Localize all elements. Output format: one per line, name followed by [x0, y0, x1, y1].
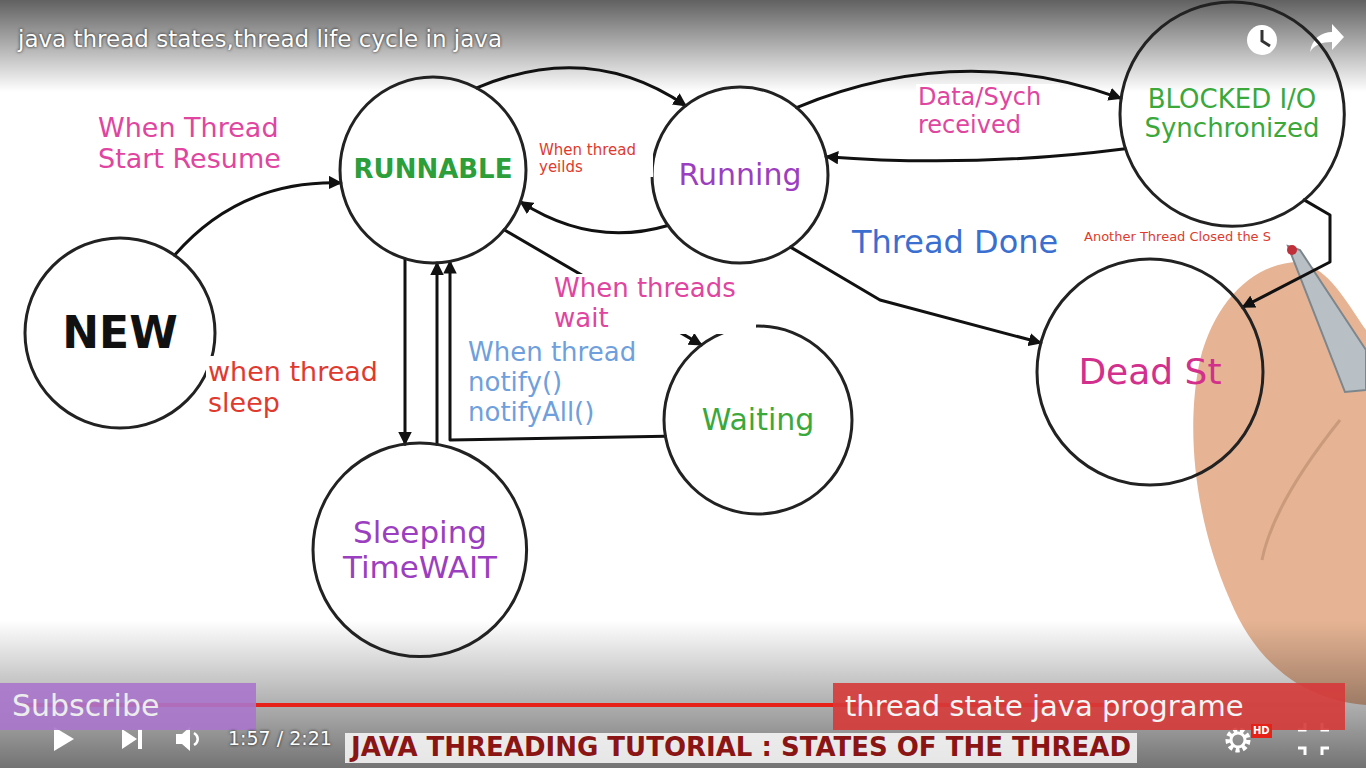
top-shade: [0, 0, 1366, 92]
state-text-group: NEW: [62, 308, 177, 357]
circle-stroke: [664, 326, 852, 514]
bottom-shade: [0, 620, 1366, 768]
tutorial-banner: JAVA THREADING TUTORIAL : STATES OF THE …: [345, 733, 1137, 763]
state-name: Waiting: [702, 403, 815, 437]
state-text-group: Sleeping TimeWAIT: [327, 515, 512, 584]
play-icon: [54, 727, 74, 751]
transition-label: When threads wait: [552, 274, 756, 334]
hand-knuckle-line: [1262, 420, 1340, 560]
volume-icon: [176, 727, 198, 751]
state-circle: NEW: [23, 236, 217, 430]
circle-stroke: [1120, 2, 1344, 226]
circle-stroke: [313, 443, 527, 657]
state-transition-arrow: [175, 183, 341, 255]
state-name: Dead St: [1078, 352, 1221, 392]
state-name: BLOCKED I/O Synchronized: [1132, 85, 1332, 143]
state-transition-arrow: [404, 259, 407, 445]
state-name: Sleeping TimeWAIT: [327, 515, 512, 584]
state-text-group: Running: [679, 158, 802, 192]
state-text-group: Waiting: [702, 403, 815, 437]
state-circle: BLOCKED I/O Synchronized: [1118, 0, 1346, 228]
marker-pen: [1288, 246, 1366, 392]
subscribe-button: Subscribe: [0, 683, 256, 730]
state-text-group: BLOCKED I/O Synchronized: [1132, 85, 1332, 143]
circle-stroke: [1037, 259, 1263, 485]
state-text-group: Dead St: [1078, 352, 1221, 392]
state-name: RUNNABLE: [354, 155, 513, 184]
watch-later-icon: [1247, 25, 1277, 55]
state-transition-arrow: [520, 202, 668, 233]
transition-label: When Thread Start Resume: [96, 112, 300, 174]
state-text-group: RUNNABLE: [354, 155, 513, 184]
state-circle: Dead St: [1035, 257, 1265, 487]
state-transition-arrow: [436, 263, 439, 445]
transition-label: Another Thread Closed the S: [1082, 230, 1273, 245]
state-circle: RUNNABLE: [338, 75, 528, 265]
video-title: java thread states,thread life cycle in …: [18, 26, 502, 52]
settings-icon: [1228, 730, 1248, 750]
marker-tip: [1287, 245, 1297, 255]
transition-label: When thread notify() notifyAll(): [466, 338, 655, 428]
circle-stroke: [340, 77, 526, 263]
next-icon: [122, 729, 142, 749]
state-name: NEW: [62, 308, 177, 357]
circle-stroke: [25, 238, 215, 428]
state-transition-arrow: [1243, 200, 1330, 307]
transition-label: Thread Done: [850, 224, 1060, 261]
state-name: Running: [679, 158, 802, 192]
state-transition-arrow: [826, 149, 1125, 161]
state-circle: Running: [650, 85, 830, 265]
video-time: 1:57 / 2:21: [228, 728, 332, 750]
transition-label: when thread sleep: [206, 356, 395, 418]
state-transition-arrow: [791, 247, 1041, 343]
circle-stroke: [652, 87, 828, 263]
state-circle: Sleeping TimeWAIT: [311, 441, 529, 659]
transition-label: When thread yeilds: [537, 142, 653, 177]
video-card: thread state java programe: [833, 683, 1345, 730]
state-transition-arrow: [477, 68, 686, 106]
transition-label: Data/Sych received: [916, 84, 1060, 139]
hd-badge: HD: [1251, 724, 1272, 738]
state-circle: Waiting: [662, 324, 854, 516]
